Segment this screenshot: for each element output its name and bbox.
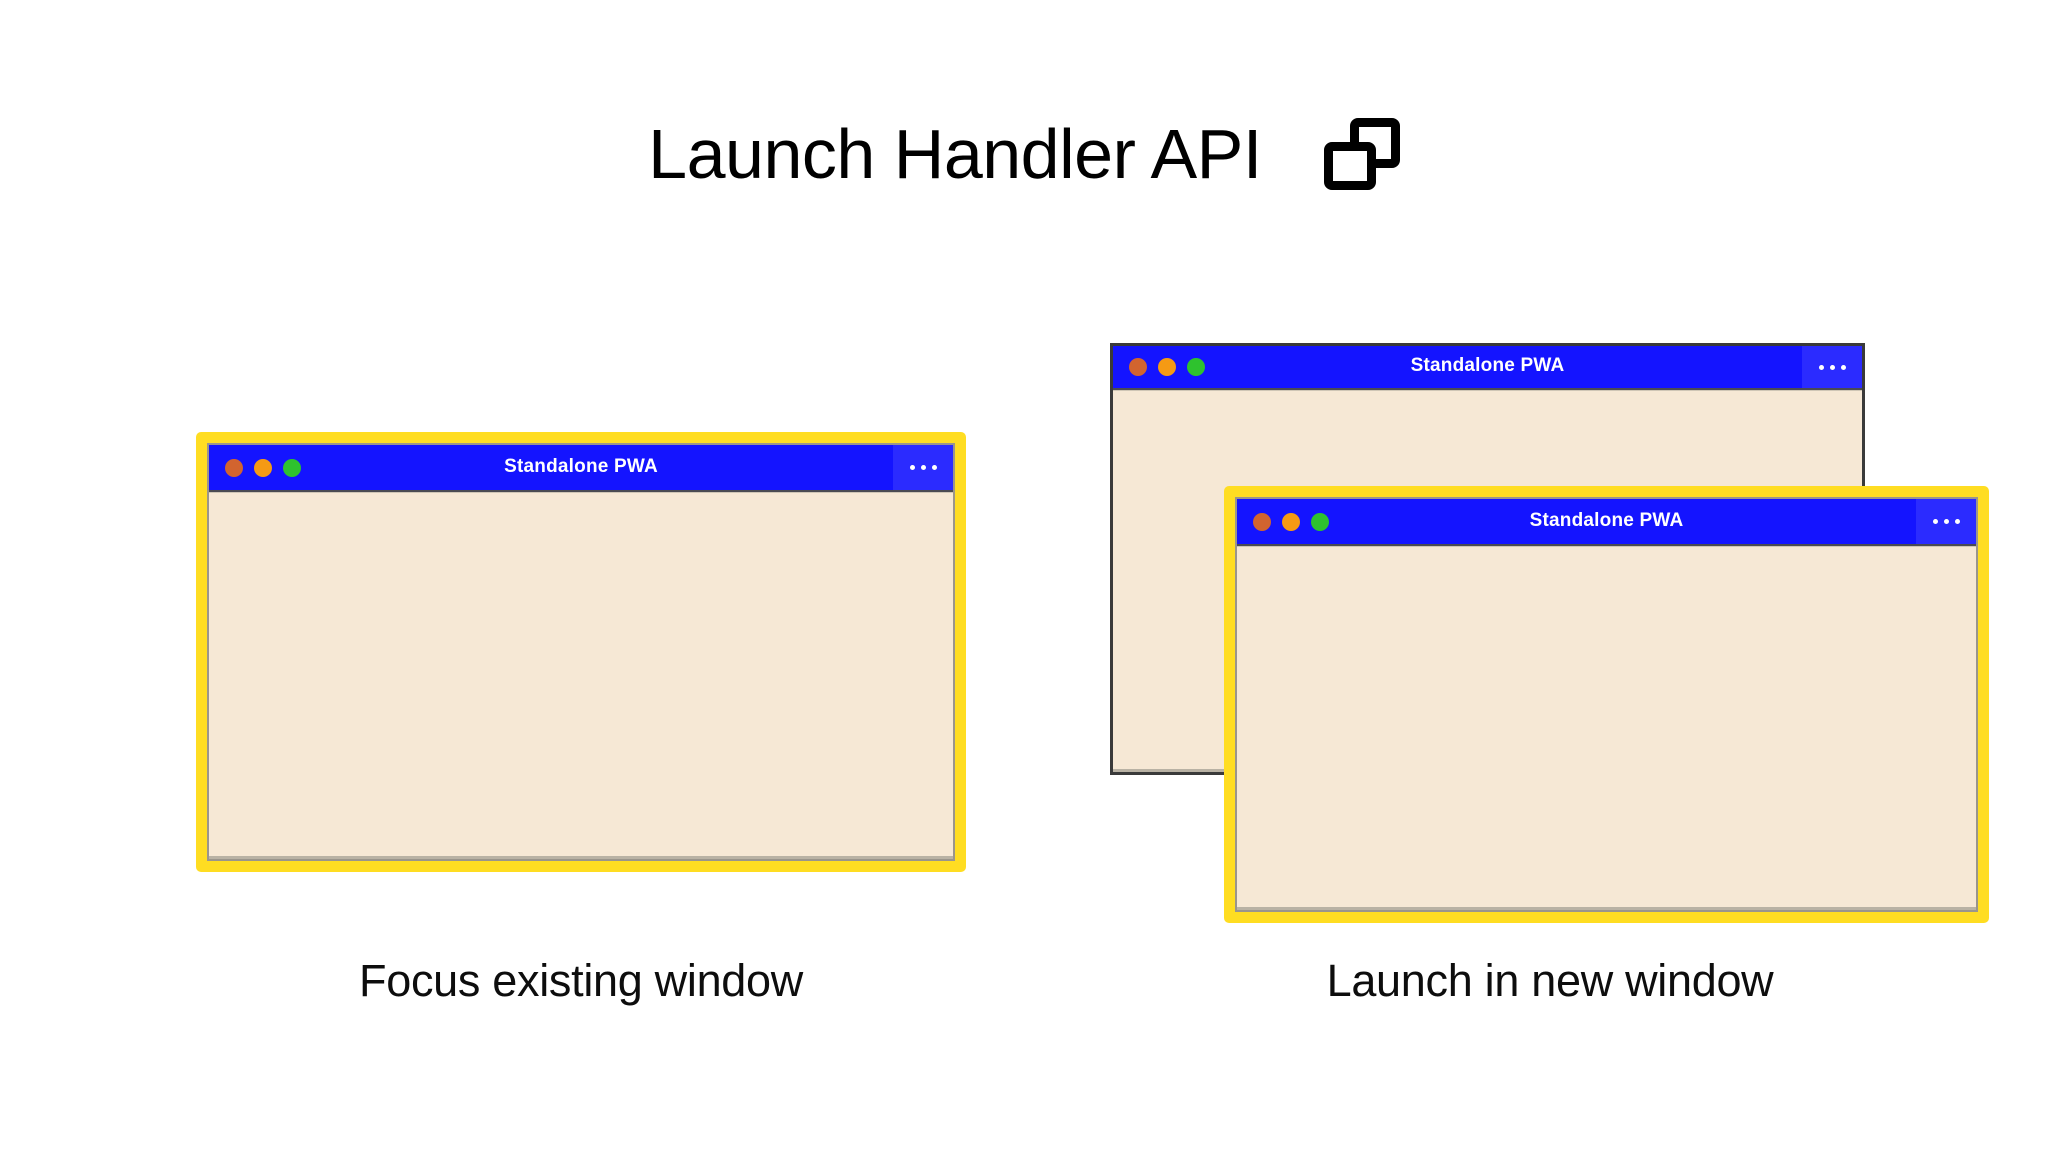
window-frame: Standalone PWA [207, 443, 955, 861]
multi-window-icon-front-pane [1323, 142, 1376, 190]
traffic-lights [225, 458, 301, 477]
page-title: Launch Handler API [648, 115, 1262, 193]
menu-dot [909, 465, 915, 470]
window-overflow-menu-button[interactable] [893, 445, 953, 490]
menu-dot [1829, 364, 1835, 370]
window-titlebar[interactable]: Standalone PWA [209, 445, 953, 492]
minimize-window-icon[interactable] [1158, 358, 1176, 376]
focus-existing-window[interactable]: Standalone PWA [196, 432, 966, 872]
menu-dot [1954, 519, 1960, 524]
close-window-icon[interactable] [225, 458, 243, 477]
window-overflow-menu-button[interactable] [1802, 346, 1862, 388]
close-window-icon[interactable] [1129, 358, 1147, 376]
window-titlebar[interactable]: Standalone PWA [1237, 499, 1976, 546]
window-title: Standalone PWA [1237, 499, 1976, 544]
menu-dot [1818, 364, 1824, 370]
window-content-area [209, 492, 953, 859]
multi-window-icon [1323, 118, 1400, 190]
menu-dot [1932, 519, 1938, 524]
window-title: Standalone PWA [1113, 346, 1862, 388]
window-title-text: Standalone PWA [1410, 355, 1565, 376]
window-title: Standalone PWA [209, 445, 953, 490]
minimize-window-icon[interactable] [254, 458, 272, 477]
caption-launch-new: Launch in new window [1326, 955, 1774, 1006]
maximize-window-icon[interactable] [1311, 512, 1329, 531]
window-content-area [1237, 546, 1976, 910]
window-title-text: Standalone PWA [504, 455, 658, 477]
window-overflow-menu-button[interactable] [1916, 499, 1976, 544]
window-title-text: Standalone PWA [1529, 509, 1684, 531]
caption-focus-existing: Focus existing window [359, 955, 803, 1006]
close-window-icon[interactable] [1253, 512, 1271, 531]
minimize-window-icon[interactable] [1282, 512, 1300, 531]
window-frame: Standalone PWA [1235, 497, 1978, 912]
menu-dot [1943, 519, 1949, 524]
new-window-foreground[interactable]: Standalone PWA [1224, 486, 1989, 923]
maximize-window-icon[interactable] [1187, 358, 1205, 376]
traffic-lights [1253, 512, 1329, 531]
maximize-window-icon[interactable] [283, 458, 301, 477]
traffic-lights [1129, 358, 1205, 376]
menu-dot [920, 465, 926, 470]
header: Launch Handler API [0, 118, 2048, 190]
window-titlebar[interactable]: Standalone PWA [1113, 346, 1862, 390]
menu-dot [931, 465, 937, 470]
menu-dot [1840, 364, 1846, 370]
